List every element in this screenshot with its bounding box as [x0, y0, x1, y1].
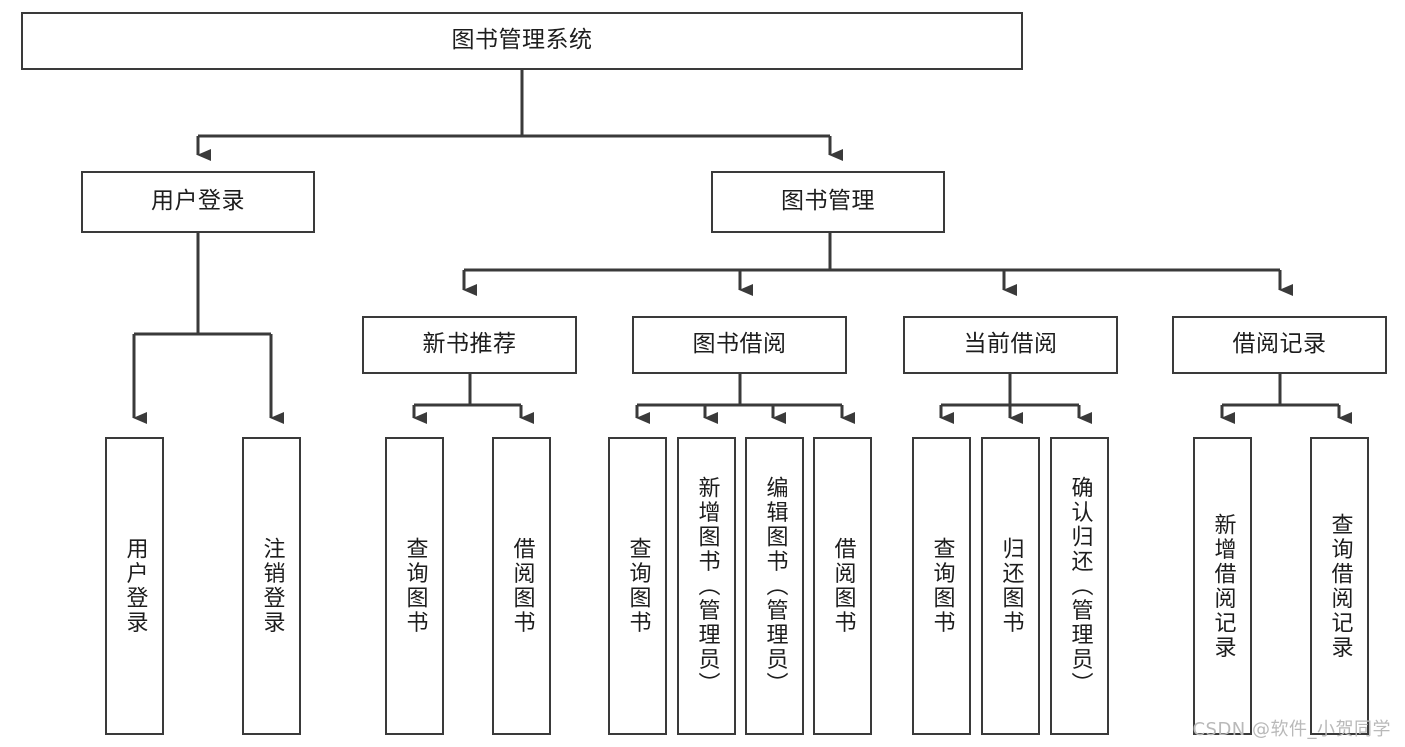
leaf-query-book-3[interactable]: 查询图书 — [912, 437, 971, 735]
leaf-add-book-label: 新增图书（管理员） — [694, 475, 720, 697]
leaf-query-book-3-label: 查询图书 — [929, 537, 955, 635]
leaf-query-record-label: 查询借阅记录 — [1327, 512, 1353, 660]
leaf-borrow-book-1-label: 借阅图书 — [509, 537, 535, 635]
node-borrow-record-label: 借阅记录 — [1232, 331, 1327, 358]
leaf-borrow-book-2-label: 借阅图书 — [830, 537, 856, 635]
leaf-query-book-1-label: 查询图书 — [402, 537, 428, 635]
node-new-book-recommend-label: 新书推荐 — [422, 331, 517, 358]
node-new-book-recommend[interactable]: 新书推荐 — [362, 316, 577, 374]
leaf-borrow-book-2[interactable]: 借阅图书 — [813, 437, 872, 735]
leaf-query-book-2-label: 查询图书 — [625, 537, 651, 635]
leaf-confirm-return[interactable]: 确认归还（管理员） — [1050, 437, 1109, 735]
node-book-management[interactable]: 图书管理 — [711, 171, 945, 233]
leaf-logout-login-label: 注销登录 — [259, 537, 285, 635]
leaf-return-book-label: 归还图书 — [998, 537, 1024, 635]
leaf-user-login[interactable]: 用户登录 — [105, 437, 164, 735]
node-root[interactable]: 图书管理系统 — [21, 12, 1023, 70]
leaf-confirm-return-label: 确认归还（管理员） — [1067, 475, 1093, 697]
leaf-edit-book-label: 编辑图书（管理员） — [762, 475, 788, 697]
node-book-borrow[interactable]: 图书借阅 — [632, 316, 847, 374]
node-current-borrow-label: 当前借阅 — [963, 331, 1058, 358]
leaf-return-book[interactable]: 归还图书 — [981, 437, 1040, 735]
leaf-user-login-label: 用户登录 — [122, 537, 148, 635]
node-book-management-label: 图书管理 — [781, 188, 875, 215]
leaf-query-book-1[interactable]: 查询图书 — [385, 437, 444, 735]
node-root-label: 图书管理系统 — [451, 27, 593, 54]
node-user-login[interactable]: 用户登录 — [81, 171, 315, 233]
node-user-login-label: 用户登录 — [151, 188, 245, 215]
leaf-logout-login[interactable]: 注销登录 — [242, 437, 301, 735]
leaf-query-record[interactable]: 查询借阅记录 — [1310, 437, 1369, 735]
leaf-query-book-2[interactable]: 查询图书 — [608, 437, 667, 735]
leaf-edit-book[interactable]: 编辑图书（管理员） — [745, 437, 804, 735]
watermark-text: CSDN @软件_小贺同学 — [1192, 719, 1391, 740]
node-book-borrow-label: 图书借阅 — [692, 331, 787, 358]
node-borrow-record[interactable]: 借阅记录 — [1172, 316, 1387, 374]
node-current-borrow[interactable]: 当前借阅 — [903, 316, 1118, 374]
leaf-add-book[interactable]: 新增图书（管理员） — [677, 437, 736, 735]
leaf-add-record[interactable]: 新增借阅记录 — [1193, 437, 1252, 735]
leaf-add-record-label: 新增借阅记录 — [1210, 512, 1236, 660]
leaf-borrow-book-1[interactable]: 借阅图书 — [492, 437, 551, 735]
